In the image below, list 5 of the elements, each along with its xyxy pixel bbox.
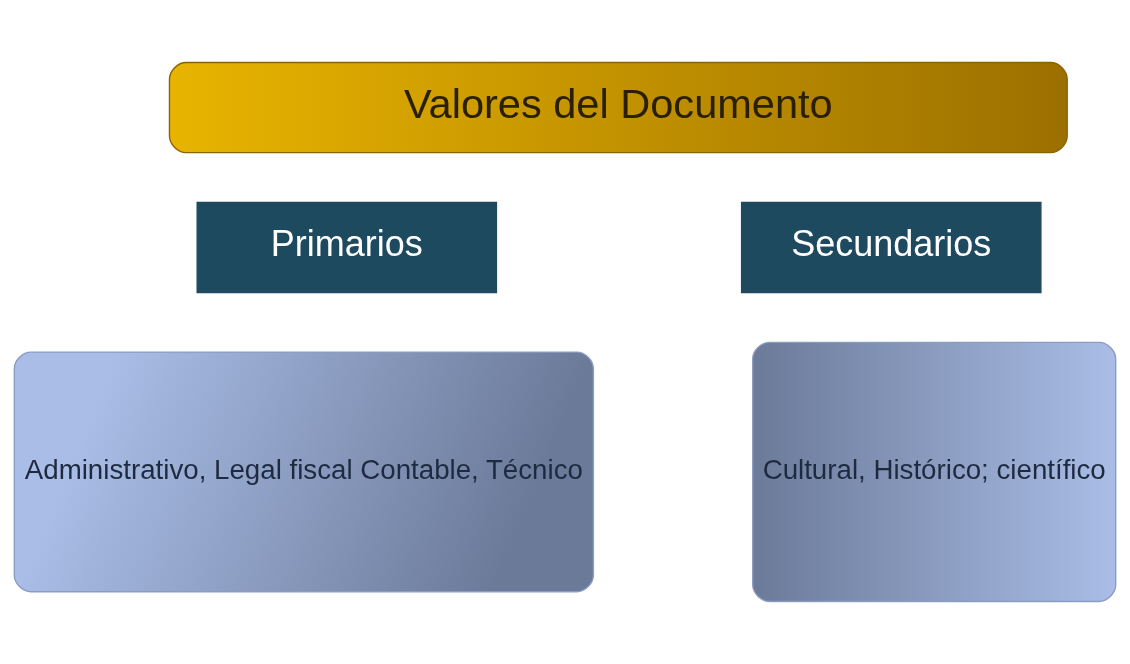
node-box: Administrativo, Legal fiscal Contable, Técnico [13,351,595,593]
node-box: Cultural, Histórico; científico [752,341,1117,603]
node-box: Valores del Documento [168,61,1068,154]
node-box: Secundarios [740,201,1042,294]
node-box: Primarios [196,201,498,294]
